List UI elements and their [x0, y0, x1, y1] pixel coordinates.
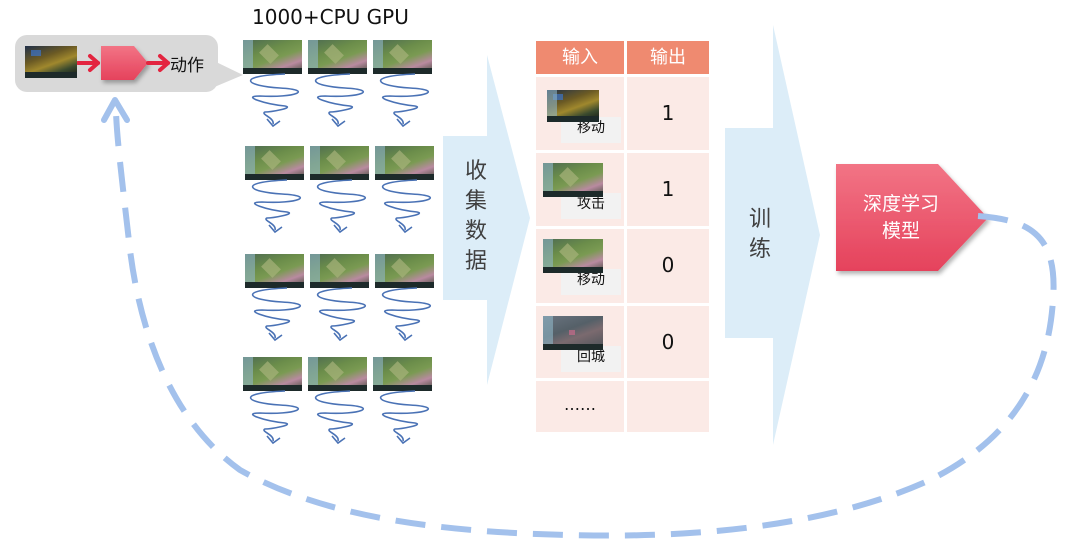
spiral-arrowhead-icon: [396, 435, 411, 445]
worker-game-thumbnail: [308, 40, 367, 74]
worker-game-thumbnail: [310, 146, 369, 180]
feedback-loop-dashed-path: [113, 111, 1057, 539]
table-input-screenshot: [543, 316, 603, 350]
collect-data-label: 收 集 数 据: [461, 157, 491, 277]
collect-data-char: 集: [464, 189, 487, 214]
data-flow-spiral-icon: [316, 287, 366, 339]
table-cell-input: [536, 381, 624, 432]
train-char: 训: [748, 207, 771, 232]
table-input-screenshot: [543, 239, 603, 273]
data-flow-spiral-icon: [251, 287, 301, 339]
spiral-arrowhead-icon: [333, 332, 348, 342]
callout-action-label: 动作: [170, 56, 204, 76]
data-flow-spiral-icon: [379, 73, 429, 125]
spiral-arrowhead-icon: [398, 224, 413, 234]
spiral-arrowhead-icon: [266, 118, 281, 128]
worker-game-thumbnail: [375, 146, 434, 180]
data-flow-spiral-icon: [379, 390, 429, 442]
train-char: 练: [748, 237, 771, 262]
table-cell-output: [627, 153, 709, 226]
worker-game-thumbnail: [243, 357, 302, 391]
collect-data-char: 据: [464, 249, 487, 274]
worker-game-thumbnail: [375, 254, 434, 288]
table-ellipsis: ……: [564, 395, 596, 414]
data-flow-spiral-icon: [249, 73, 299, 125]
spiral-arrowhead-icon: [331, 118, 346, 128]
callout-tail: [212, 60, 243, 88]
data-flow-spiral-icon: [316, 179, 366, 231]
table-output-value: 1: [661, 101, 675, 125]
cluster-title: 1000+CPU GPU: [252, 5, 409, 29]
worker-game-thumbnail: [373, 40, 432, 74]
table-input-screenshot: [543, 163, 603, 197]
worker-game-thumbnail: [245, 146, 304, 180]
train-arrow: [725, 25, 820, 445]
table-cell-output: [627, 229, 709, 303]
table-action-caption: 回城: [561, 346, 621, 372]
spiral-arrowhead-icon: [333, 224, 348, 234]
data-flow-spiral-icon: [251, 179, 301, 231]
table-header-output: 输出: [627, 41, 709, 74]
spiral-arrowhead-icon: [331, 435, 346, 445]
action-flow-arrow-1: [76, 54, 100, 72]
table-action-caption: 移动: [561, 269, 621, 295]
spiral-arrowhead-icon: [396, 118, 411, 128]
worker-game-thumbnail: [245, 254, 304, 288]
data-flow-spiral-icon: [314, 390, 364, 442]
table-cell-output: [627, 381, 709, 432]
feedback-arrowhead-icon: [101, 97, 130, 123]
table-cell-output: [627, 77, 709, 150]
data-flow-spiral-icon: [314, 73, 364, 125]
callout-model-pentagon-icon: [101, 46, 148, 80]
table-header-input: 输入: [536, 41, 624, 74]
train-label: 训 练: [745, 205, 775, 265]
callout-game-screenshot-icon: [25, 46, 77, 78]
table-output-value: 0: [661, 253, 675, 277]
model-label-line1: 深度学习: [862, 193, 939, 215]
collect-data-arrow: [443, 55, 530, 385]
worker-game-thumbnail: [310, 254, 369, 288]
spiral-arrowhead-icon: [268, 224, 283, 234]
data-flow-spiral-icon: [249, 390, 299, 442]
spiral-arrowhead-icon: [398, 332, 413, 342]
table-output-value: 0: [661, 330, 675, 354]
deep-learning-model-shape: [836, 164, 988, 271]
collect-data-char: 收: [464, 159, 487, 184]
spiral-arrowhead-icon: [268, 332, 283, 342]
spiral-arrowhead-icon: [266, 435, 281, 445]
table-output-value: 1: [661, 177, 675, 201]
model-label: 深度学习 模型: [846, 191, 956, 245]
worker-game-thumbnail: [243, 40, 302, 74]
table-input-screenshot: [547, 90, 599, 122]
worker-game-thumbnail: [373, 357, 432, 391]
data-flow-spiral-icon: [381, 179, 431, 231]
table-cell-output: [627, 306, 709, 378]
data-flow-spiral-icon: [381, 287, 431, 339]
model-label-line2: 模型: [881, 220, 920, 242]
collect-data-char: 数: [464, 219, 487, 244]
action-flow-arrow-2: [146, 54, 170, 72]
table-action-caption: 攻击: [561, 193, 621, 219]
worker-game-thumbnail: [308, 357, 367, 391]
